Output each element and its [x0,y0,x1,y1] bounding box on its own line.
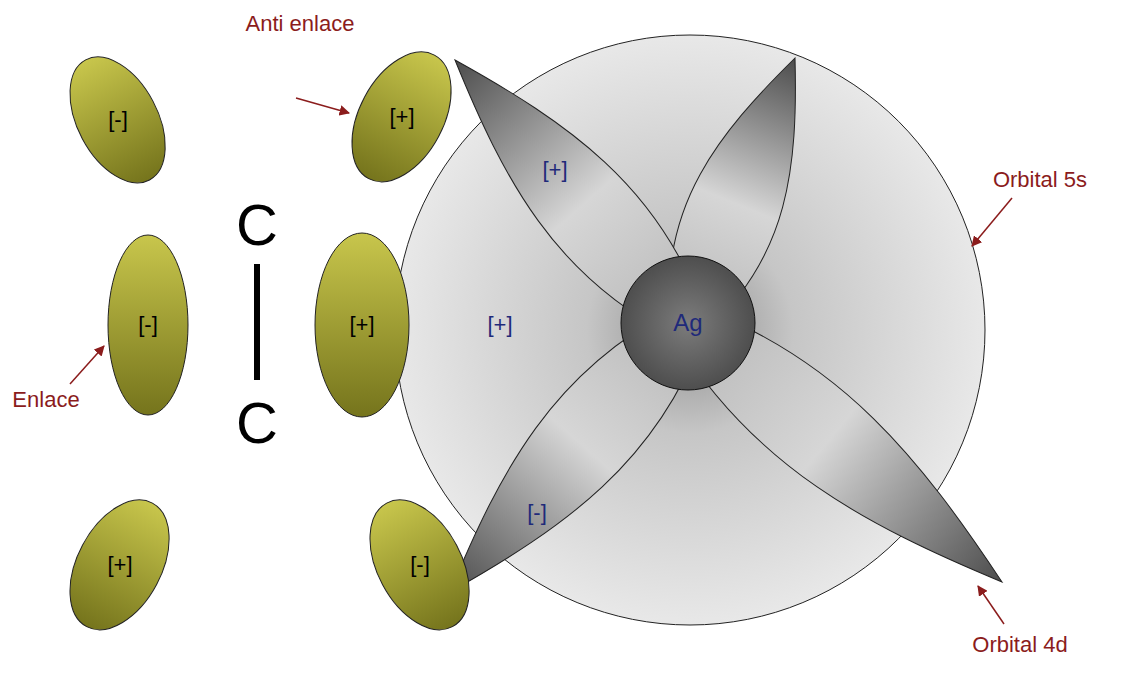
leader-arrow [978,586,1004,624]
orbital-sign: [-] [138,313,158,337]
bonding-lobe: [-] [108,235,188,415]
callout-label: Enlace [12,388,79,412]
orbital-sign: [+] [542,158,567,182]
orbital-sign: [+] [487,313,512,337]
callout-label: Orbital 4d [972,633,1067,657]
antibonding-lobe [51,41,185,199]
bonding-lobe: [+] [315,233,409,417]
antibonding-lobe [350,483,490,646]
silver-atom [621,256,755,390]
orbital-sign: [+] [107,553,132,577]
orbital-sign: [-] [108,108,128,132]
bonding-lobe [315,233,409,417]
orbital-sign: [-] [410,553,430,577]
antibonding-lobe [50,483,190,646]
carbon-atom-label: C [236,193,278,257]
leader-arrow [70,346,104,384]
orbital-sign: [-] [527,501,547,525]
orbital-sign: [+] [349,313,374,337]
callout-label: Anti enlace [246,12,355,36]
orbital-sign: [+] [389,105,414,129]
leader-arrow [972,198,1012,246]
double-bond-line [254,264,260,380]
leader-arrow [296,98,349,113]
carbon-atom-label: C [236,391,278,455]
orbital-sign: Ag [673,310,702,336]
antibonding-lobe [332,35,472,198]
antibonding-lobe: [-] [370,500,469,630]
antibonding-lobe: [+] [70,500,169,630]
antibonding-lobe: [-] [70,57,165,183]
bonding-lobe [108,235,188,415]
antibonding-lobe: [+] [352,52,451,182]
orbital-5s-sphere: [+] [+] [-] Ag [395,35,985,625]
callout-label: Orbital 5s [993,168,1087,192]
silver-atom: Ag [621,256,755,390]
